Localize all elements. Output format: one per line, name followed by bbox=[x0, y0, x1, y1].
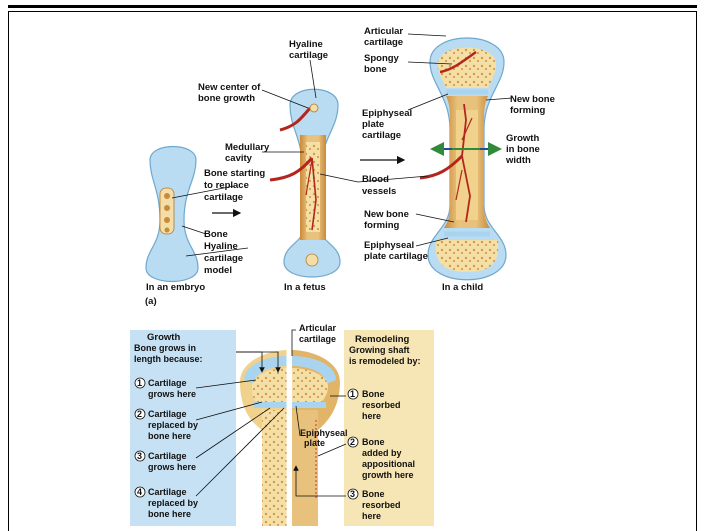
growth-step-line: Cartilage bbox=[148, 409, 187, 419]
label-bone-replace-1: Bone starting bbox=[204, 168, 265, 179]
growth-step-num: 2 bbox=[137, 409, 142, 419]
label-new-forming-r-1: New bone bbox=[510, 94, 555, 105]
caption-child: In a child bbox=[442, 282, 483, 293]
label-hyaline-model-3: model bbox=[204, 265, 232, 276]
embryo-labels: Bone starting to replace cartilage Bone … bbox=[204, 168, 265, 276]
label-bone: Bone bbox=[204, 229, 228, 240]
remodeling-title: Remodeling bbox=[355, 334, 410, 345]
remodel-step-line: appositional bbox=[362, 459, 415, 469]
remodel-step-num: 3 bbox=[350, 489, 355, 499]
remodel-step-num: 1 bbox=[350, 389, 355, 399]
growth-step-line: replaced by bbox=[148, 420, 198, 430]
fetus-bone bbox=[270, 89, 340, 277]
remodel-step-line: resorbed bbox=[362, 400, 401, 410]
remodel-step-num: 2 bbox=[350, 437, 355, 447]
growth-step-line: bone here bbox=[148, 431, 191, 441]
embryo-bone bbox=[146, 147, 198, 282]
growth-intro-1: Bone grows in bbox=[134, 343, 196, 353]
label-epi-plate-1: Epiphyseal bbox=[362, 108, 412, 119]
label-new-forming-r-2: forming bbox=[510, 105, 546, 116]
remodel-step-line: here bbox=[362, 411, 381, 421]
label-hyaline-1: Hyaline bbox=[289, 39, 323, 50]
remodel-step-line: here bbox=[362, 511, 381, 521]
epi-plate-b-2: plate bbox=[304, 438, 325, 448]
remodeling-intro-2: is remodeled by: bbox=[349, 356, 421, 366]
label-growth-width-1: Growth bbox=[506, 133, 539, 144]
growth-step-line: Cartilage bbox=[148, 487, 187, 497]
growth-step-line: bone here bbox=[148, 509, 191, 519]
remodeling-intro-1: Growing shaft bbox=[349, 345, 410, 355]
epi-plate-b-1: Epiphyseal bbox=[300, 428, 348, 438]
label-new-forming-l-2: forming bbox=[364, 220, 400, 231]
label-epi-lower-1: Epiphyseal bbox=[364, 240, 414, 251]
articular-b-2: cartilage bbox=[299, 334, 336, 344]
growth-step-num: 4 bbox=[137, 487, 142, 497]
growth-step-num: 1 bbox=[137, 378, 142, 388]
label-hyaline-model-1: Hyaline bbox=[204, 241, 238, 252]
growth-step-line: Cartilage bbox=[148, 451, 187, 461]
label-spongy-1: Spongy bbox=[364, 53, 400, 64]
panel-label-a: (a) bbox=[145, 296, 157, 307]
label-epi-plate-3: cartilage bbox=[362, 130, 401, 141]
remodel-step-line: Bone bbox=[362, 489, 385, 499]
label-blood-1: Blood bbox=[362, 174, 389, 185]
label-new-center-1: New center of bbox=[198, 82, 261, 93]
label-epi-lower-2: plate cartilage bbox=[364, 251, 428, 262]
label-bone-replace-2: to replace bbox=[204, 180, 249, 191]
label-blood-2: vessels bbox=[362, 186, 396, 197]
label-articular-2: cartilage bbox=[364, 37, 403, 48]
remodel-step-line: added by bbox=[362, 448, 402, 458]
growth-title: Growth bbox=[147, 332, 180, 343]
growth-step-line: grows here bbox=[148, 389, 196, 399]
growth-step-line: replaced by bbox=[148, 498, 198, 508]
label-spongy-2: bone bbox=[364, 64, 387, 75]
bone-end-left bbox=[240, 350, 288, 526]
label-medullary-2: cavity bbox=[225, 153, 253, 164]
label-growth-width-2: in bone bbox=[506, 144, 540, 155]
caption-embryo: In an embryo bbox=[146, 282, 205, 293]
label-new-forming-l-1: New bone bbox=[364, 209, 409, 220]
caption-fetus: In a fetus bbox=[284, 282, 326, 293]
growth-step-num: 3 bbox=[137, 451, 142, 461]
stage-captions: In an embryo In a fetus In a child (a) bbox=[145, 282, 483, 307]
label-growth-width-3: width bbox=[505, 155, 531, 166]
label-epi-plate-2: plate bbox=[362, 119, 384, 130]
remodel-step-line: Bone bbox=[362, 437, 385, 447]
remodel-step-line: Bone bbox=[362, 389, 385, 399]
label-articular-1: Articular bbox=[364, 26, 403, 37]
remodel-step-line: growth here bbox=[362, 470, 414, 480]
growth-step-line: Cartilage bbox=[148, 378, 187, 388]
label-bone-replace-3: cartilage bbox=[204, 192, 243, 203]
articular-b-1: Articular bbox=[299, 323, 337, 333]
label-medullary-1: Medullary bbox=[225, 142, 270, 153]
label-hyaline-model-2: cartilage bbox=[204, 253, 243, 264]
growth-intro-2: length because: bbox=[134, 354, 203, 364]
growth-step-line: grows here bbox=[148, 462, 196, 472]
label-hyaline-2: cartilage bbox=[289, 50, 328, 61]
remodel-step-line: resorbed bbox=[362, 500, 401, 510]
child-bone bbox=[420, 38, 506, 280]
label-new-center-2: bone growth bbox=[198, 93, 255, 104]
